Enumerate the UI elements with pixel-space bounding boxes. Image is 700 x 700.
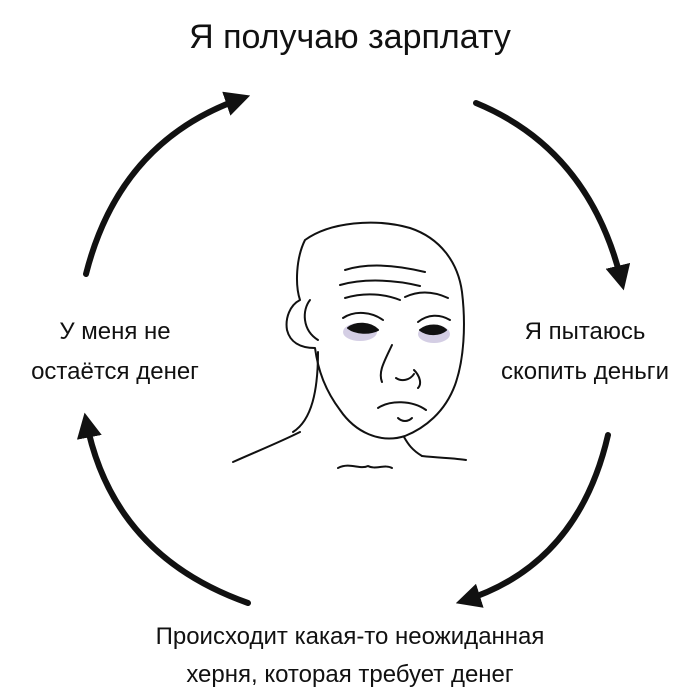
brow-wrinkle-2 (339, 279, 421, 287)
right-eyebrow (417, 314, 451, 323)
cycle-step-salary: Я получаю зарплату (0, 18, 700, 57)
nose (379, 344, 422, 389)
cycle-step-saving-line-1: Я пытаюсь (524, 318, 646, 345)
cycle-step-no-money-line-1: У меня не (59, 318, 171, 345)
cycle-step-saving-line-2: скопить деньги (501, 358, 669, 385)
brow-wrinkle-1 (344, 264, 426, 273)
cycle-step-no-money-line-2: остаётся денег (31, 358, 199, 385)
collar (337, 464, 393, 469)
cycle-arrow-bottom-left (76, 412, 251, 606)
left-eyebrow (342, 312, 384, 321)
neck-right (403, 436, 423, 457)
sad-wojak-face-icon (232, 221, 467, 469)
shoulders (232, 431, 467, 463)
brow-wrinkle-3 (344, 291, 449, 301)
cycle-arrow-bottom-right (455, 432, 611, 608)
cycle-step-unexpected-expense: Происходит какая-то неожиданная херня, к… (0, 618, 700, 694)
head-outline (285, 221, 465, 440)
mouth (377, 401, 427, 411)
cycle-step-saving: Я пытаюсь скопить деньги (470, 312, 700, 392)
neck-left (292, 351, 319, 433)
right-eye (419, 324, 447, 336)
cycle-arrow-top-left (83, 91, 251, 277)
cycle-step-no-money: У меня не остаётся денег (0, 312, 230, 392)
chin-line (397, 417, 413, 422)
cycle-arrow-top-right (473, 100, 631, 291)
cycle-step-unexpected-expense-line-2: херня, которая требует денег (186, 661, 514, 688)
left-eye (347, 322, 379, 334)
cycle-step-unexpected-expense-line-1: Происходит какая-то неожиданная (155, 623, 545, 650)
left-ear (303, 299, 319, 341)
cycle-step-salary-text: Я получаю зарплату (189, 18, 511, 56)
